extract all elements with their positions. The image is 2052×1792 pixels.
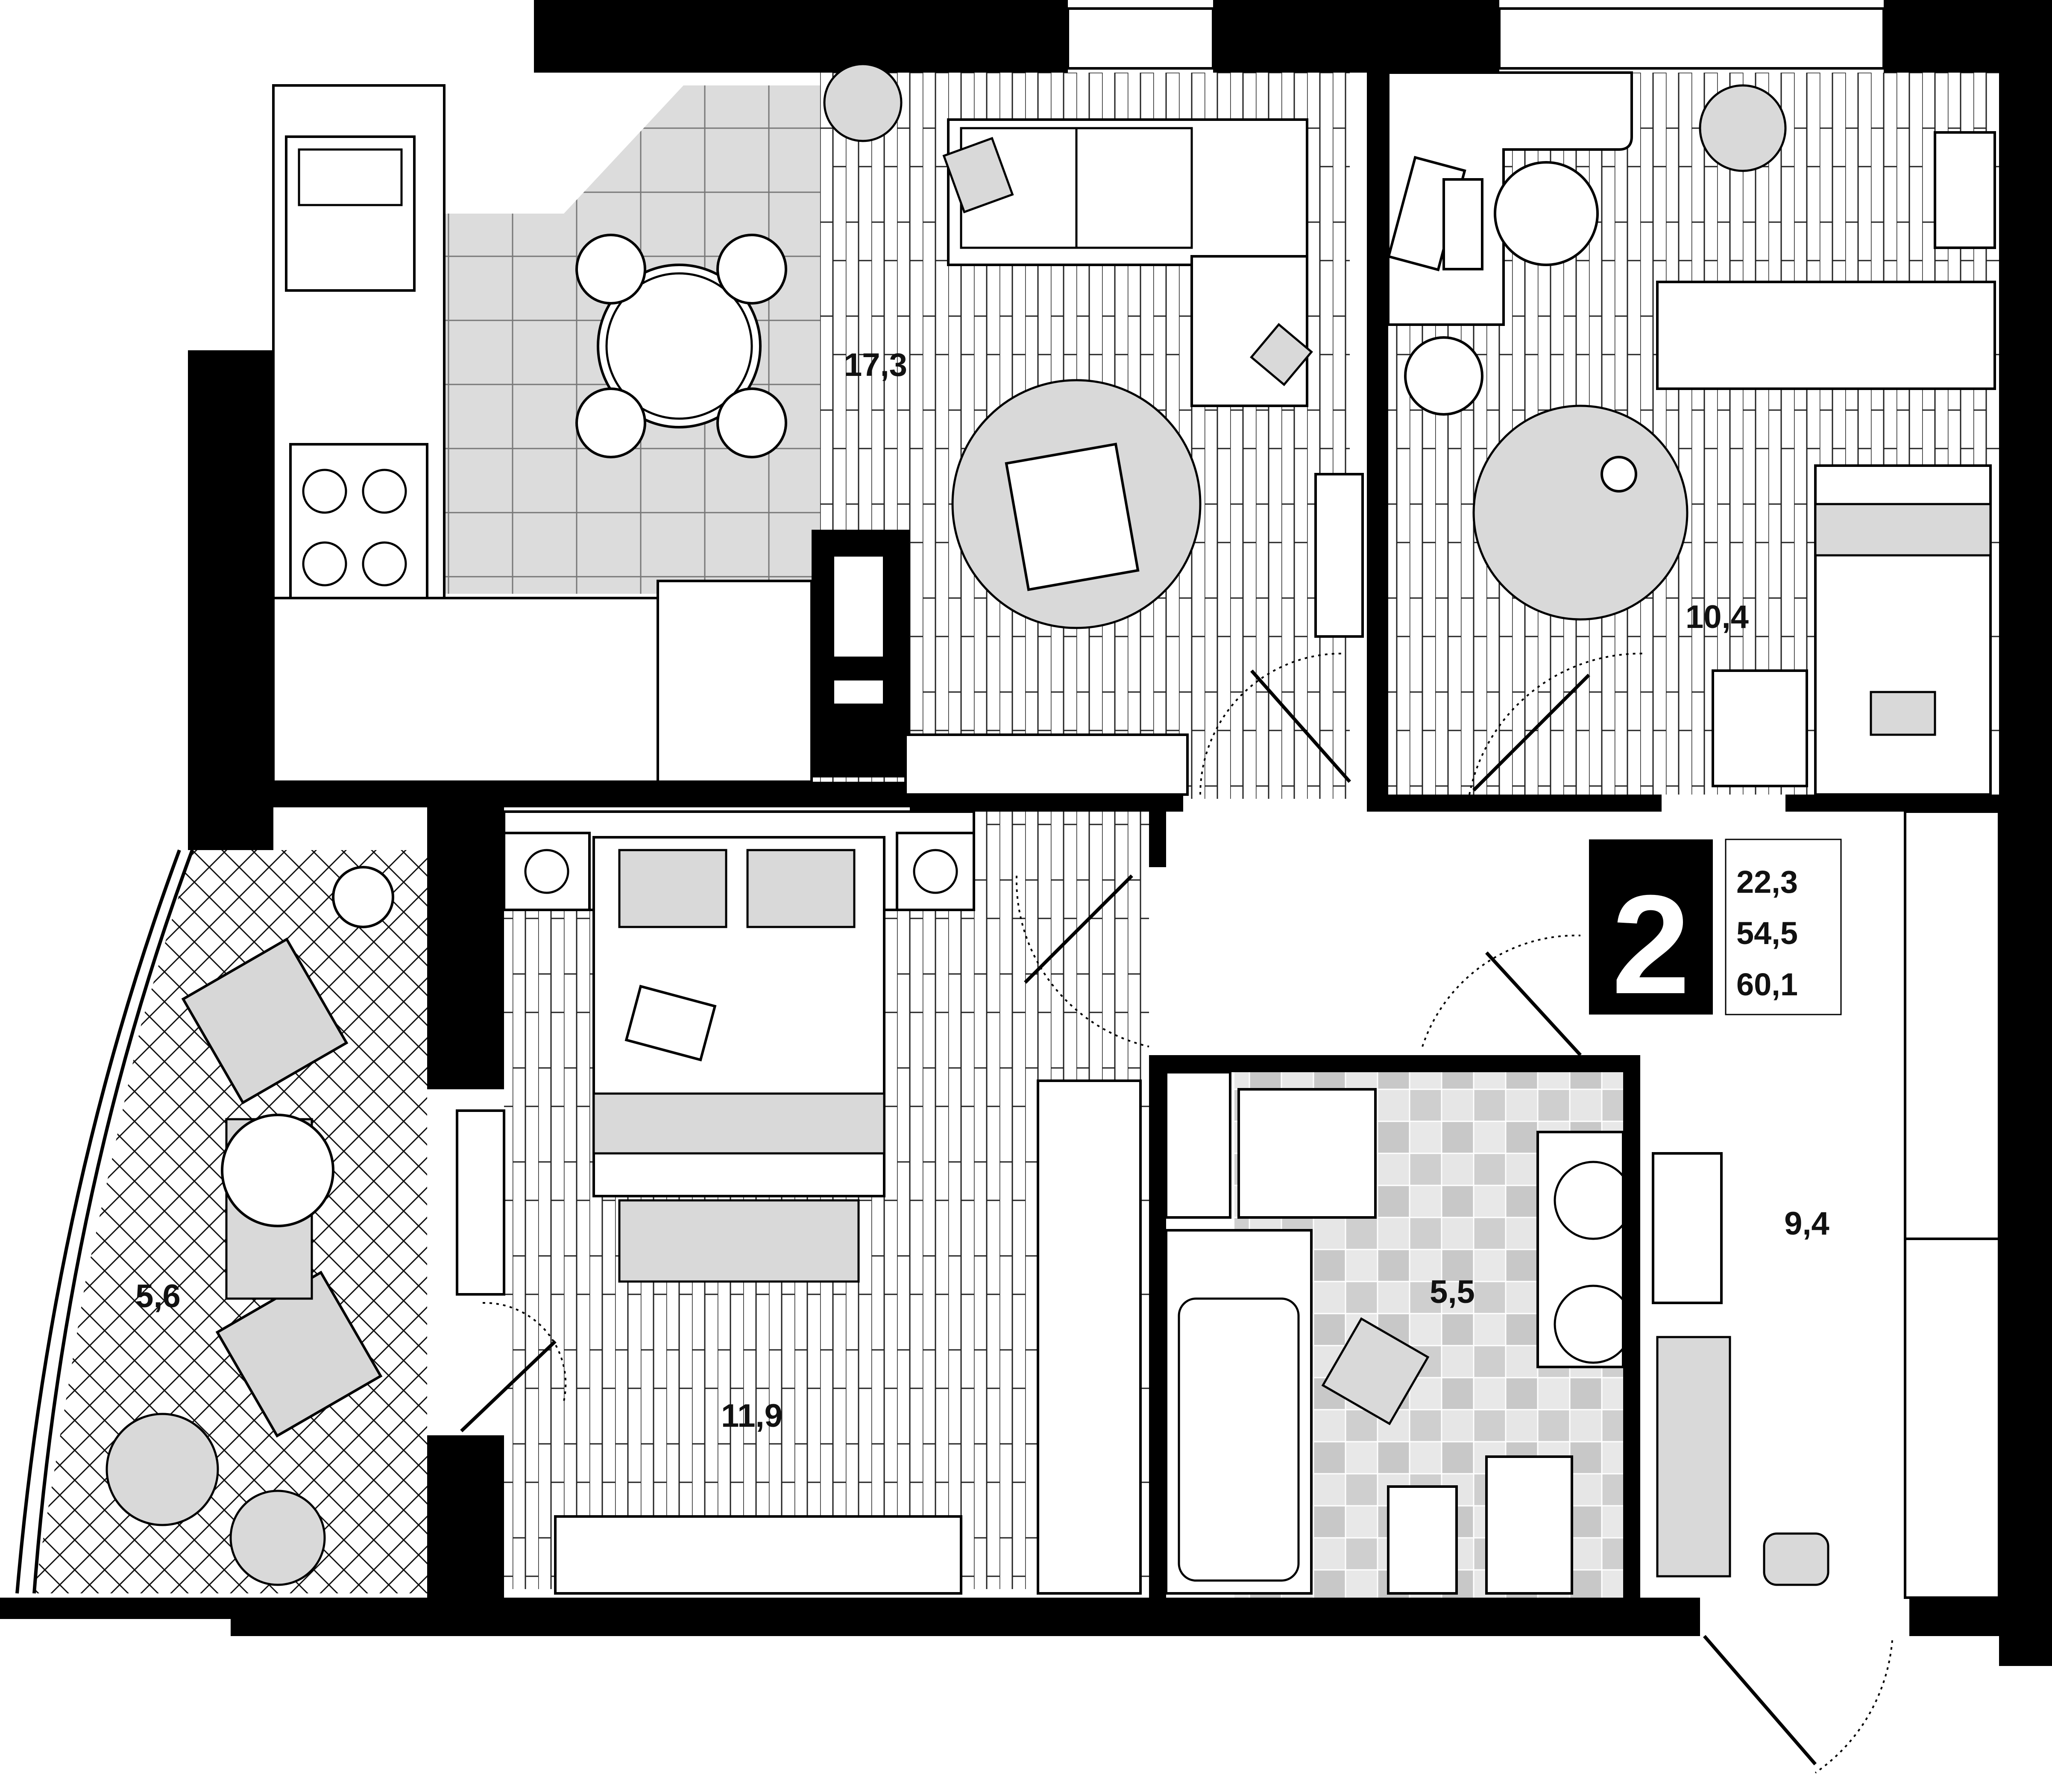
dining-chair [716, 234, 787, 305]
sofa-chaise [1190, 255, 1308, 407]
fridge [657, 580, 813, 783]
living-room [904, 118, 1364, 796]
kitchen-zone [272, 63, 903, 783]
summary-area-with-balcony: 60,1 [1736, 967, 1798, 1002]
washing-machine [1237, 1088, 1377, 1219]
door-living[interactable] [1250, 669, 1351, 783]
balcony-table [221, 1114, 334, 1227]
dining-chair [716, 387, 787, 458]
bidet [1387, 1485, 1458, 1595]
area-label-balcony: 5,6 [135, 1278, 181, 1314]
door-swings [460, 652, 1893, 1774]
kitchen-lower-counter [272, 597, 659, 783]
dining-table [597, 264, 762, 428]
dining-chair [575, 387, 646, 458]
bedside-left [503, 832, 591, 911]
door-small-bedroom[interactable] [1472, 674, 1590, 792]
room-count: 2 [1612, 865, 1690, 1023]
balcony-door-frame [456, 1109, 505, 1296]
tv-stand [904, 733, 1189, 796]
summary-frame [1725, 839, 1842, 1015]
summary-box: 2 22,3 54,5 60,1 [1589, 839, 1842, 1023]
balcony-plant-right [229, 1490, 326, 1586]
coffee-table [1005, 443, 1140, 591]
hall-cabinet-top [1904, 810, 2000, 1240]
armchair-top [181, 937, 349, 1105]
area-label-small-bedroom: 10,4 [1686, 599, 1749, 635]
vanity [1536, 1131, 1624, 1368]
bath-mat [1321, 1317, 1430, 1425]
walls [0, 0, 2052, 1666]
cooktop [289, 443, 428, 599]
kitchen-plant [823, 63, 903, 142]
ball [1601, 456, 1637, 493]
summary-area-living: 22,3 [1736, 864, 1798, 900]
hall-bench [1656, 1336, 1731, 1578]
balcony-fan [332, 866, 394, 928]
area-labels: 17,3 10,4 5,6 11,9 5,5 9,4 [135, 347, 1829, 1434]
bench-ottoman [618, 1199, 860, 1283]
room-count-badge [1589, 839, 1713, 1015]
clothes-rail [1656, 281, 1996, 390]
bath-niche [1165, 1071, 1231, 1219]
door-balcony[interactable] [460, 1340, 557, 1432]
hall-wardrobe [1904, 1238, 2000, 1599]
summary-area-total: 54,5 [1736, 915, 1798, 951]
dining-chair [575, 234, 646, 305]
nightstand [1712, 669, 1808, 787]
hall-rug [1763, 1532, 1829, 1586]
door-entrance[interactable] [1703, 1635, 1817, 1766]
toilet [1485, 1455, 1573, 1595]
small-bedroom [1387, 71, 1996, 796]
door-bathroom[interactable] [1485, 951, 1582, 1056]
area-label-bathroom: 5,5 [1430, 1274, 1475, 1310]
small-rug [1472, 405, 1689, 621]
door-main-bedroom[interactable] [1024, 874, 1133, 984]
bathroom [1165, 1071, 1633, 1595]
living-cabinet [1314, 473, 1364, 638]
keyboard [1442, 178, 1483, 270]
area-label-main-bedroom: 11,9 [721, 1398, 783, 1434]
kitchen-sink [285, 135, 416, 292]
balcony-plant-left [106, 1413, 219, 1526]
shelf [1934, 131, 1996, 249]
shoe-rack [1652, 1152, 1723, 1304]
area-label-hallway: 9,4 [1784, 1205, 1829, 1242]
hallway [1652, 810, 2000, 1599]
bedroom-tv-stand [554, 1515, 962, 1595]
main-bedroom [503, 810, 1142, 1595]
bathtub [1165, 1229, 1313, 1595]
bedside-right [896, 832, 975, 911]
laptop [624, 985, 717, 1062]
desk-chair [1494, 161, 1599, 266]
balcony-room [15, 849, 505, 1594]
armchair-bottom [215, 1270, 383, 1438]
wardrobe [1037, 1079, 1142, 1595]
bedroom-plant [1699, 84, 1787, 172]
small-fan [1404, 336, 1483, 416]
area-label-living-kitchen: 17,3 [844, 347, 907, 383]
